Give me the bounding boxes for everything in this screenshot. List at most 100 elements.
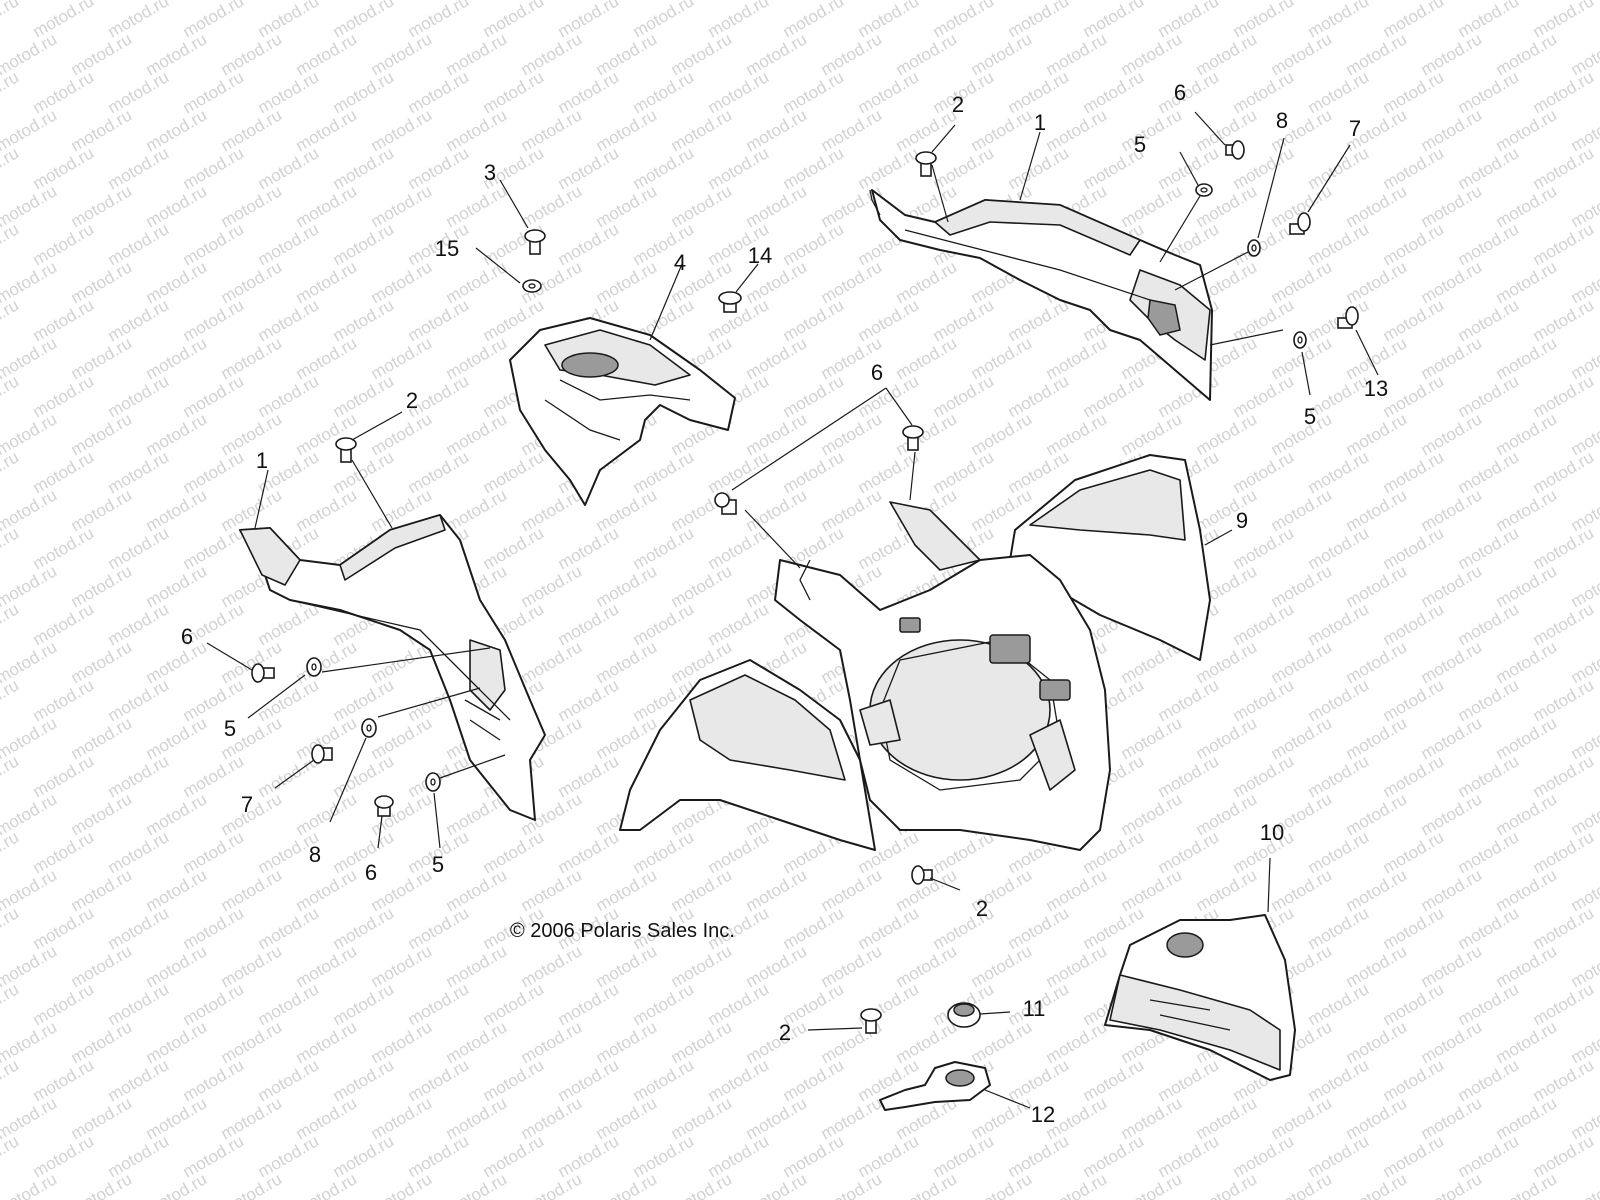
bolt-6-left-a: [251, 663, 275, 683]
watermark-text: motod.ru: [518, 637, 586, 687]
watermark-text: motod.ru: [105, 67, 173, 117]
callout-14: 14: [748, 243, 772, 268]
watermark-text: motod.ru: [1380, 67, 1448, 117]
watermark-text: motod.ru: [555, 1131, 623, 1181]
watermark-text: motod.ru: [1268, 713, 1336, 763]
watermark-text: motod.ru: [1418, 941, 1486, 991]
watermark-text: motod.ru: [1455, 523, 1523, 573]
watermark-text: motod.ru: [705, 827, 773, 877]
watermark-text: motod.ru: [930, 447, 998, 497]
watermark-text: motod.ru: [443, 257, 511, 307]
watermark-text: motod.ru: [855, 371, 923, 421]
watermark-text: motod.ru: [293, 789, 361, 839]
watermark-text: motod.ru: [855, 447, 923, 497]
watermark-text: motod.ru: [68, 561, 136, 611]
callout-10: 10: [1260, 820, 1284, 845]
watermark-text: motod.ru: [330, 371, 398, 421]
watermark-text: motod.ru: [1418, 333, 1486, 383]
watermark-text: motod.ru: [893, 257, 961, 307]
callout-5: 5: [432, 852, 444, 877]
watermark-text: motod.ru: [1005, 1055, 1073, 1105]
watermark-text: motod.ru: [405, 447, 473, 497]
watermark-text: motod.ru: [518, 1017, 586, 1067]
watermark-text: motod.ru: [330, 1055, 398, 1105]
watermark-text: motod.ru: [180, 371, 248, 421]
watermark-text: motod.ru: [1080, 1055, 1148, 1105]
watermark-text: motod.ru: [930, 143, 998, 193]
watermark-text: motod.ru: [405, 1131, 473, 1181]
watermark-text: motod.ru: [293, 941, 361, 991]
watermark-text: motod.ru: [818, 1093, 886, 1143]
watermark-text: motod.ru: [405, 67, 473, 117]
watermark-text: motod.ru: [593, 941, 661, 991]
watermark-text: motod.ru: [30, 447, 98, 497]
front-cab-part: [619, 454, 1211, 851]
watermark-text: motod.ru: [330, 827, 398, 877]
watermark-text: motod.ru: [0, 371, 22, 421]
watermark-text: motod.ru: [518, 561, 586, 611]
watermark-text: motod.ru: [218, 1093, 286, 1143]
watermark-text: motod.ru: [368, 865, 436, 915]
watermark-text: motod.ru: [1530, 1055, 1598, 1105]
watermark-text: motod.ru: [1268, 637, 1336, 687]
watermark-text: motod.ru: [1418, 485, 1486, 535]
watermark-text: motod.ru: [1380, 599, 1448, 649]
watermark-text: motod.ru: [1230, 599, 1298, 649]
callout-6: 6: [181, 624, 193, 649]
watermark-text: motod.ru: [780, 1055, 848, 1105]
watermark-text: motod.ru: [630, 523, 698, 573]
watermark-text: motod.ru: [1418, 865, 1486, 915]
watermark-text: motod.ru: [818, 409, 886, 459]
watermark-text: motod.ru: [0, 0, 22, 41]
watermark-text: motod.ru: [593, 1169, 661, 1200]
watermark-text: motod.ru: [930, 371, 998, 421]
watermark-text: motod.ru: [893, 409, 961, 459]
callout-2: 2: [976, 896, 988, 921]
watermark-text: motod.ru: [368, 257, 436, 307]
watermark-text: motod.ru: [1380, 675, 1448, 725]
watermark-text: motod.ru: [780, 143, 848, 193]
watermark-text: motod.ru: [1268, 485, 1336, 535]
watermark-text: motod.ru: [68, 637, 136, 687]
watermark-text: motod.ru: [0, 1169, 60, 1200]
watermark-text: motod.ru: [68, 1169, 136, 1200]
watermark-text: motod.ru: [255, 979, 323, 1029]
watermark-text: motod.ru: [668, 1093, 736, 1143]
watermark-text: motod.ru: [143, 333, 211, 383]
watermark-text: motod.ru: [68, 789, 136, 839]
watermark-text: motod.ru: [405, 903, 473, 953]
watermark-text: motod.ru: [180, 903, 248, 953]
watermark-text: motod.ru: [780, 903, 848, 953]
watermark-text: motod.ru: [668, 29, 736, 79]
watermark-text: motod.ru: [105, 371, 173, 421]
watermark-text: motod.ru: [180, 523, 248, 573]
watermark-text: motod.ru: [1305, 447, 1373, 497]
watermark-text: motod.ru: [1268, 29, 1336, 79]
watermark-text: motod.ru: [1418, 105, 1486, 155]
watermark-text: motod.ru: [518, 181, 586, 231]
callout-15: 15: [435, 236, 459, 261]
watermark-text: motod.ru: [968, 1017, 1036, 1067]
watermark-text: motod.ru: [1305, 219, 1373, 269]
watermark-text: motod.ru: [1118, 29, 1186, 79]
watermark-text: motod.ru: [480, 67, 548, 117]
watermark-text: motod.ru: [143, 181, 211, 231]
watermark-text: motod.ru: [443, 333, 511, 383]
watermark-text: motod.ru: [1343, 409, 1411, 459]
watermark-text: motod.ru: [180, 675, 248, 725]
watermark-text: motod.ru: [893, 941, 961, 991]
watermark-text: motod.ru: [1455, 219, 1523, 269]
callout-3: 3: [484, 160, 496, 185]
watermark-text: motod.ru: [368, 1017, 436, 1067]
watermark-text: motod.ru: [1118, 181, 1186, 231]
watermark-text: motod.ru: [1305, 903, 1373, 953]
watermark-text: motod.ru: [1455, 979, 1523, 1029]
watermark-text: motod.ru: [293, 1017, 361, 1067]
watermark-text: motod.ru: [368, 181, 436, 231]
watermark-text: motod.ru: [368, 713, 436, 763]
watermark-text: motod.ru: [780, 1131, 848, 1181]
watermark-text: motod.ru: [68, 105, 136, 155]
watermark-text: motod.ru: [1305, 1131, 1373, 1181]
watermark-text: motod.ru: [1530, 827, 1598, 877]
watermark-text: motod.ru: [743, 181, 811, 231]
